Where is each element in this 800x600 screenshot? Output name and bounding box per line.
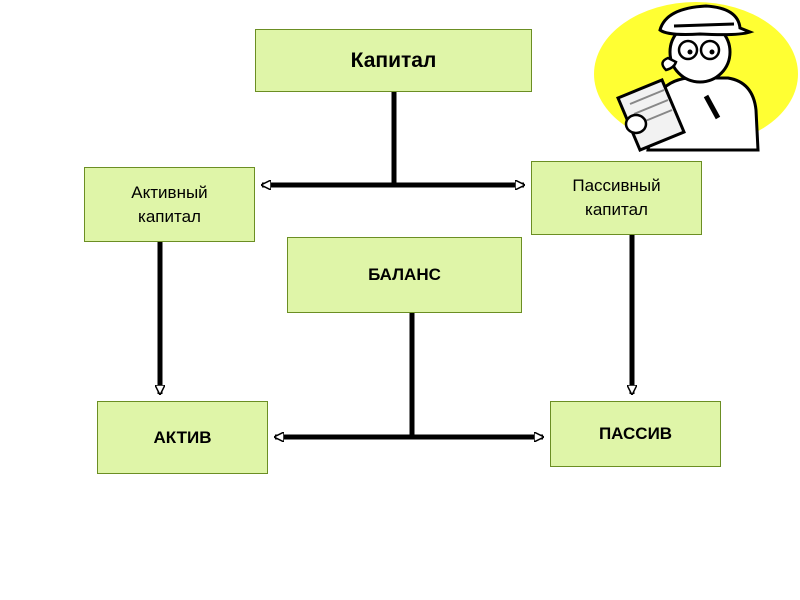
node-balance-label: БАЛАНС (368, 265, 441, 284)
node-passive-capital: Пассивный капитал (531, 161, 702, 235)
node-kapital-label: Капитал (350, 48, 437, 72)
detective-illustration (594, 2, 798, 152)
node-aktiv-label: АКТИВ (153, 427, 212, 447)
hand-shape (624, 113, 648, 135)
hat-band (673, 22, 735, 28)
left-eye-icon (677, 39, 699, 61)
node-aktiv: АКТИВ (97, 401, 268, 474)
pen-icon (703, 94, 721, 120)
right-eye-icon (699, 39, 721, 61)
node-passive-capital-label: Пассивный капитал (572, 176, 661, 219)
node-active-capital-label: Активный капитал (131, 182, 208, 226)
node-active-capital: Активный капитал (84, 167, 255, 242)
hat-shape (658, 4, 755, 37)
node-kapital: Капитал (255, 29, 532, 92)
node-balance: БАЛАНС (287, 237, 522, 313)
node-passiv: ПАССИВ (550, 401, 721, 467)
nose-shape (661, 56, 678, 72)
node-passiv-label: ПАССИВ (598, 424, 673, 443)
